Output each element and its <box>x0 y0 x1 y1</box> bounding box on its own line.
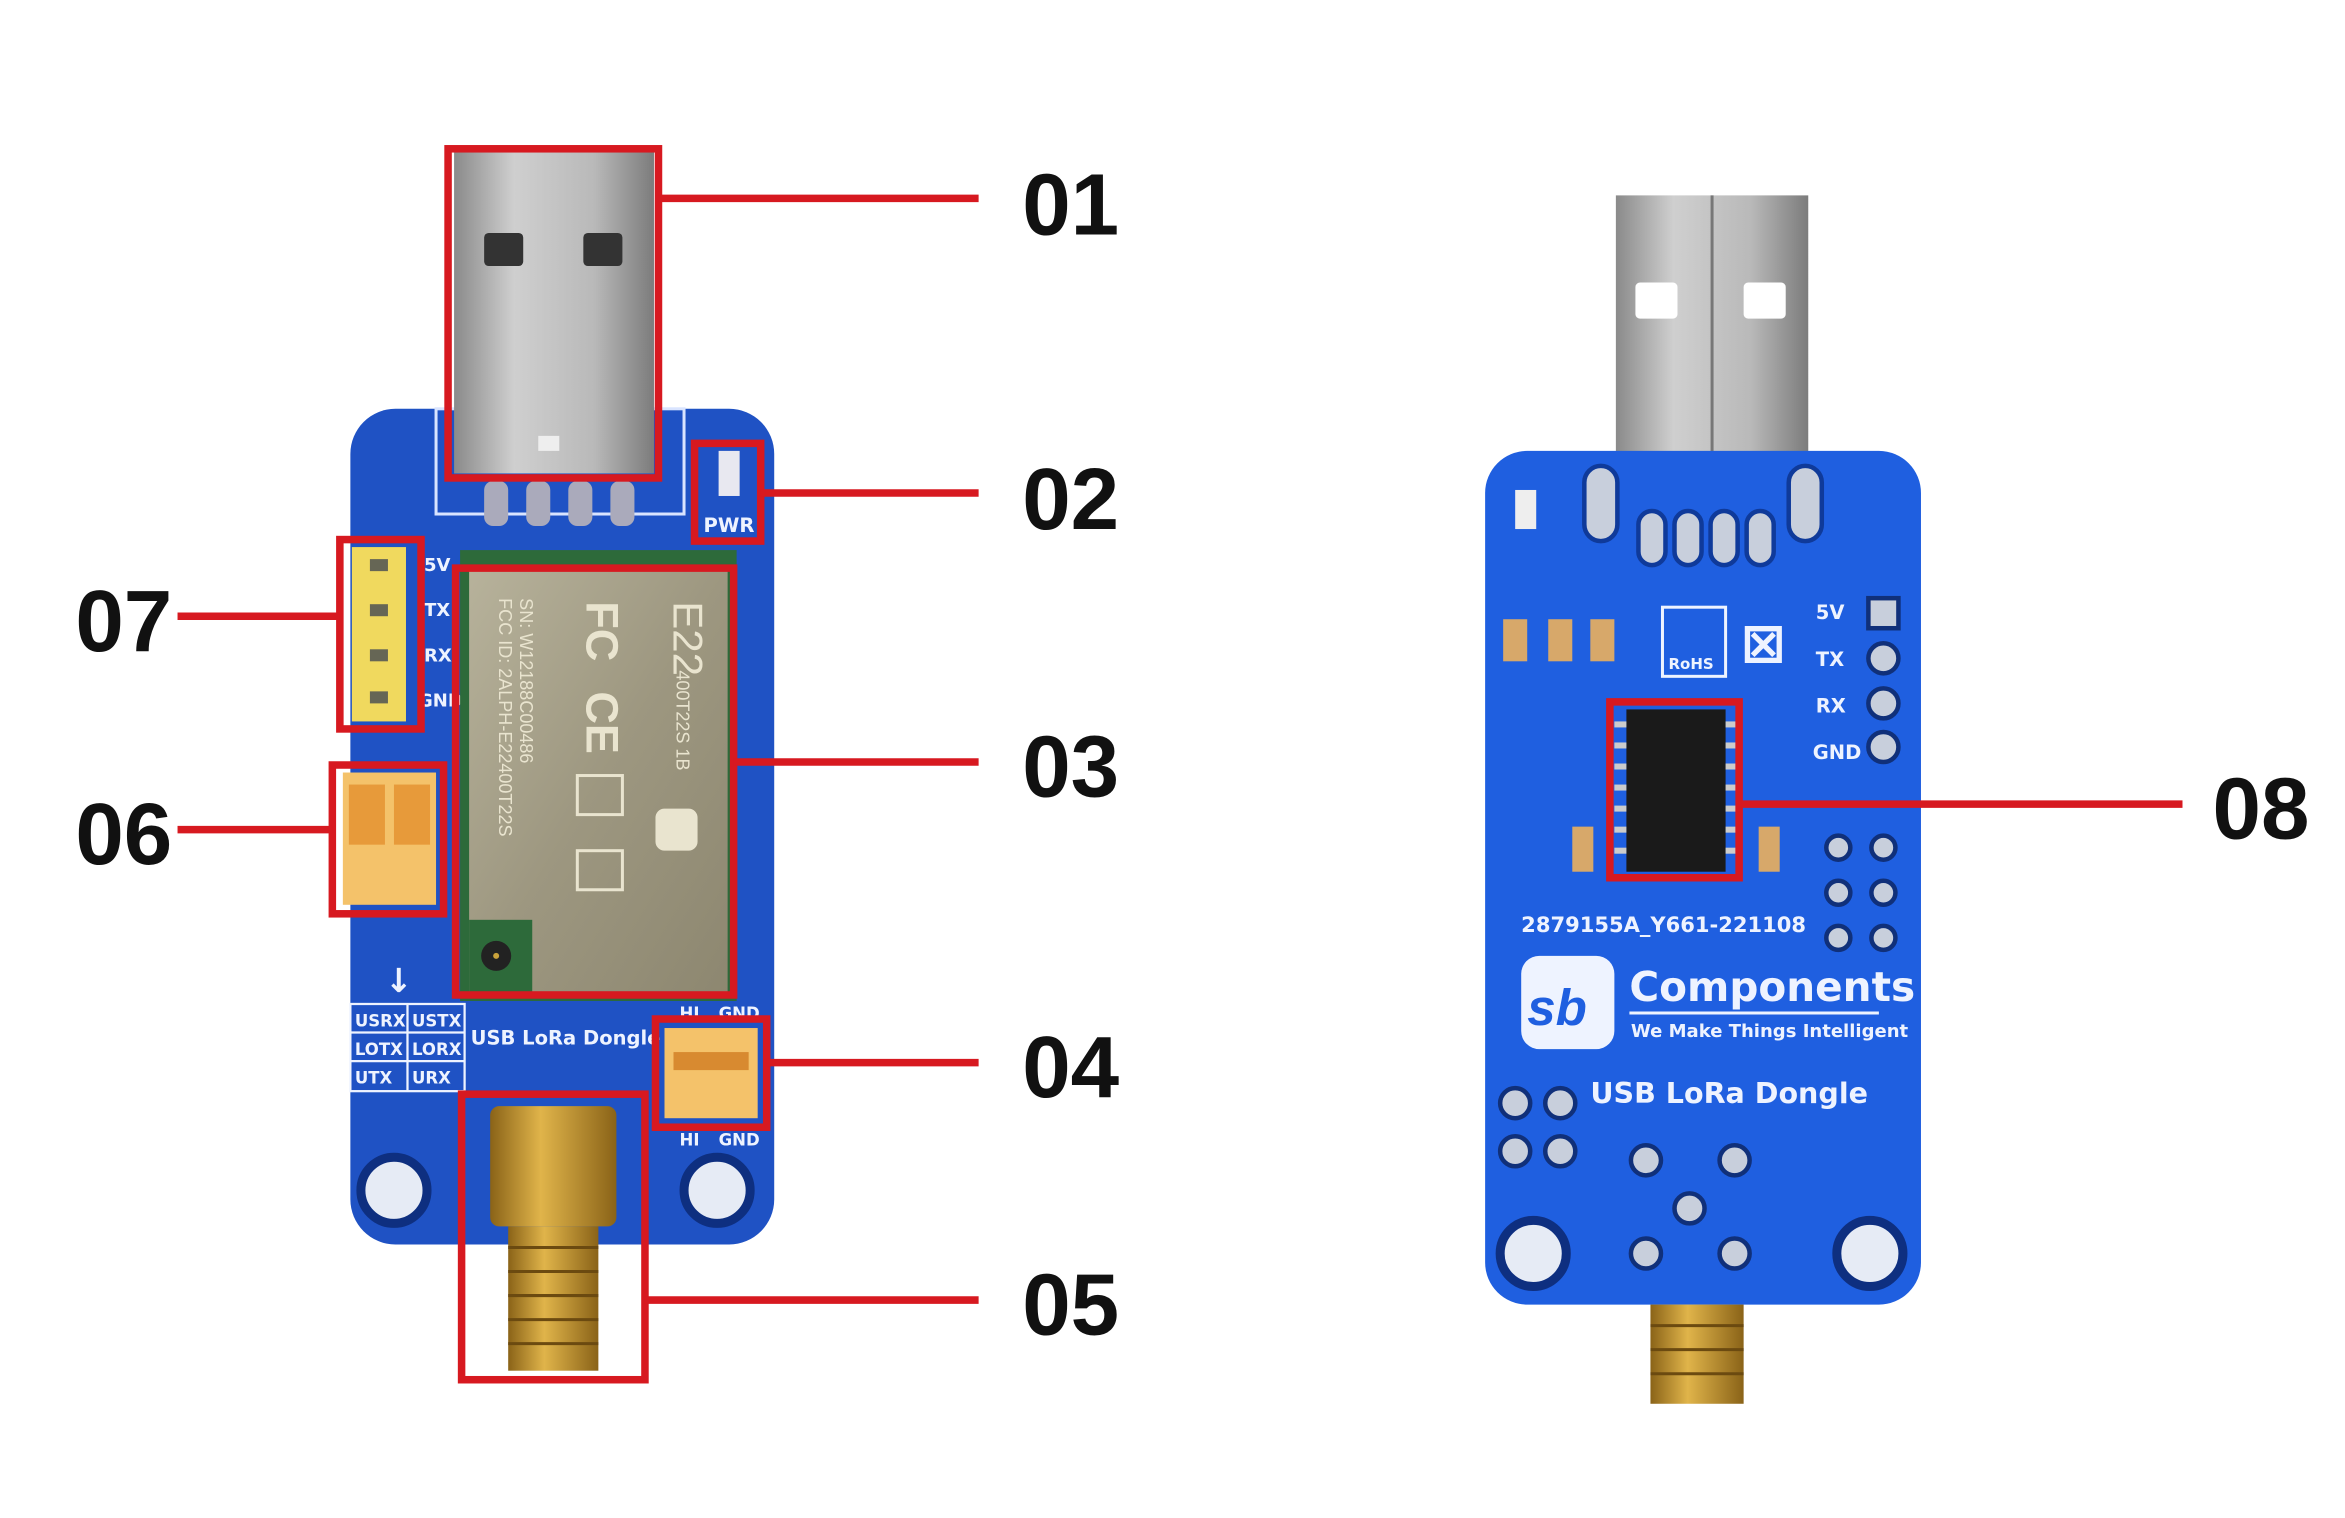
rohs-mark-icon <box>575 774 624 817</box>
back-pin-5v: 5V <box>1816 601 1846 624</box>
mounting-hole <box>1495 1215 1571 1292</box>
callout-label-06: 06 <box>75 786 172 883</box>
back-board: RoHS ⊠ 5V TX RX GND 2879155A_Y661-221108… <box>1485 195 1921 1404</box>
callout-box-04 <box>651 1015 771 1131</box>
ce-logo: CE <box>576 691 627 754</box>
jumper-lorx: LORX <box>412 1040 462 1059</box>
sb-logo-icon <box>655 808 698 851</box>
header-pin-5v: 5V <box>424 555 451 576</box>
pwr-led <box>718 450 740 496</box>
arrow-down-icon: ↓ <box>385 961 413 1000</box>
back-pin-rx: RX <box>1816 694 1846 717</box>
pwr-label: PWR <box>704 514 755 537</box>
back-pin-gnd: GND <box>1813 741 1862 764</box>
header-pin-tx: TX <box>424 600 450 621</box>
jumper-urx: URX <box>412 1069 451 1088</box>
lora-module: E22 400T22S 1B SN: W12188C00486 FCC ID: … <box>460 550 737 1001</box>
callout-label-08: 08 <box>2213 761 2310 858</box>
front-product-label: USB LoRa Dongle <box>471 1027 661 1050</box>
sma-connector-back <box>1650 1304 1744 1404</box>
callout-label-01: 01 <box>1022 156 1119 253</box>
header-pin-rx: RX <box>424 645 452 666</box>
callout-box-01 <box>444 145 663 482</box>
callout-label-05: 05 <box>1022 1257 1119 1354</box>
module-model: E22 <box>665 601 712 676</box>
usb-uart-chip <box>1614 709 1738 872</box>
callout-box-05 <box>457 1090 649 1384</box>
brand-name: Components <box>1629 963 1915 1011</box>
usb-plug-back <box>1615 195 1809 454</box>
jumper-lotx: LOTX <box>355 1040 403 1059</box>
front-board: PWR 5V TX RX GND ↓ USRX USTX LOTX LORX U… <box>342 150 775 1371</box>
mounting-hole <box>1832 1215 1908 1292</box>
jumper-gnd-label-bottom: GND <box>719 1130 760 1149</box>
callout-box-03 <box>451 564 738 999</box>
mode-jumper <box>342 772 437 905</box>
reach-mark-icon <box>575 849 624 892</box>
module-fcc-id: FCC ID: 2ALPH-E22400T22S <box>495 598 515 836</box>
jumper-table: USRX USTX LOTX LORX UTX URX <box>349 1002 466 1093</box>
fcc-logo: FC <box>576 601 627 661</box>
header-pin-gnd: GND <box>418 690 463 711</box>
brand-tagline: We Make Things Intelligent <box>1631 1021 1909 1042</box>
mounting-hole <box>679 1152 755 1228</box>
module-variant: 400T22S 1B <box>673 670 693 770</box>
back-pin-tx: TX <box>1816 648 1844 671</box>
callout-label-07: 07 <box>75 573 172 670</box>
back-product-label: USB LoRa Dongle <box>1590 1076 1868 1110</box>
power-jumper <box>664 1028 758 1119</box>
jumper-usrx: USRX <box>355 1012 406 1031</box>
sb-logo-icon <box>1521 955 1615 1050</box>
sma-connector <box>490 1106 617 1371</box>
uart-header <box>351 547 406 722</box>
usb-plug <box>454 150 654 527</box>
module-serial: SN: W12188C00486 <box>516 598 536 763</box>
jumper-utx: UTX <box>355 1069 393 1088</box>
weee-bin-icon: ⊠ <box>1741 611 1786 674</box>
jumper-hi-label-bottom: HI <box>680 1130 700 1149</box>
callout-box-07 <box>336 535 425 733</box>
sb-logo-text: sb <box>1527 979 1587 1036</box>
jumper-ustx: USTX <box>412 1012 462 1031</box>
callout-label-04: 04 <box>1022 1019 1119 1116</box>
rohs-mark-icon <box>1660 605 1728 678</box>
callout-label-03: 03 <box>1022 719 1119 816</box>
callout-box-06 <box>328 761 448 918</box>
callout-label-02: 02 <box>1022 451 1119 548</box>
mounting-hole <box>356 1152 432 1228</box>
part-code: 2879155A_Y661-221108 <box>1521 912 1806 937</box>
rohs-label: RoHS <box>1668 655 1713 673</box>
callout-box-08 <box>1606 698 1743 882</box>
front-callouts: 01 02 03 04 05 06 07 <box>75 145 1119 1384</box>
